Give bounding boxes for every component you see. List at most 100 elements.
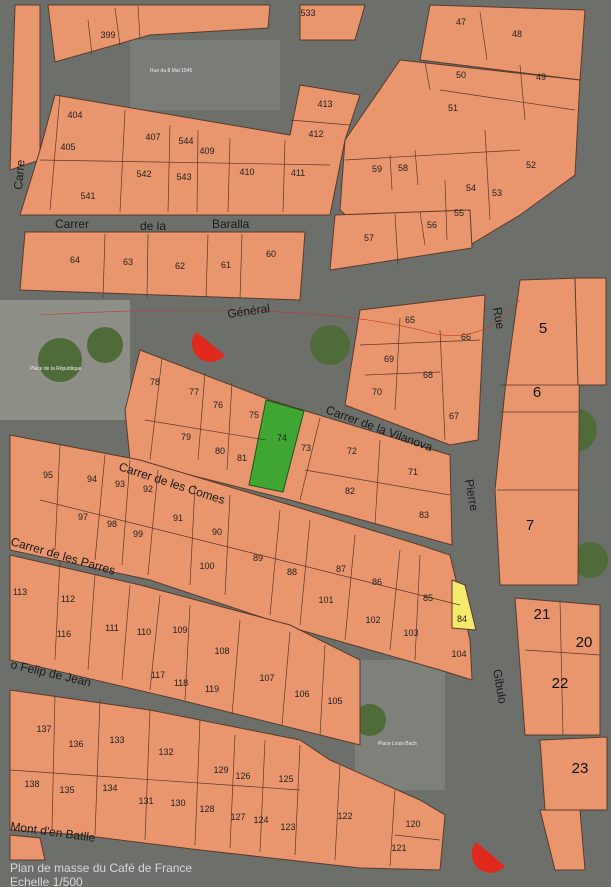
parcel-number-63: 63 (123, 257, 133, 267)
parcel-number-95: 95 (43, 470, 53, 480)
parcel-number-412: 412 (308, 129, 323, 139)
parcel-number-134: 134 (102, 783, 117, 793)
parcel-74-highlight (248, 399, 305, 493)
parcel-number-91: 91 (173, 513, 183, 523)
parcel-number-93: 93 (115, 479, 125, 489)
parcel-number-48: 48 (512, 29, 522, 39)
tree (310, 325, 350, 365)
parcel-number-104: 104 (451, 649, 466, 659)
plan-title: Plan de masse du Café de France (10, 861, 192, 875)
parcel-number-116: 116 (57, 629, 71, 639)
tree (354, 704, 386, 736)
parcel-number-57: 57 (364, 233, 374, 243)
street-label-pierre: Pierre (462, 478, 481, 512)
parcel-number-67: 67 (449, 411, 459, 421)
parcel-number-118: 118 (174, 678, 188, 688)
parcel-number-83: 83 (419, 510, 429, 520)
parcel (539, 809, 586, 871)
parcel-number-72: 72 (347, 446, 357, 456)
parcel-number-543: 543 (176, 172, 191, 182)
parcel-number-59: 59 (372, 164, 382, 174)
parcel-number-71: 71 (408, 467, 418, 477)
parcel-number-131: 131 (138, 796, 153, 806)
parcel-number-65: 65 (405, 315, 415, 325)
parcel-layer (9, 4, 608, 871)
parcel-number-99: 99 (133, 529, 143, 539)
parcel-number-133: 133 (109, 735, 124, 745)
parcel-number-56: 56 (427, 220, 437, 230)
parcel-number-411: 411 (291, 168, 305, 178)
parcel (9, 834, 46, 861)
tree (87, 327, 123, 363)
parcel-number-102: 102 (365, 615, 380, 625)
parcel-number-136: 136 (68, 739, 83, 749)
parcel-number-138: 138 (24, 779, 39, 789)
parcel-number-88: 88 (287, 567, 297, 577)
parcel-number-54: 54 (466, 183, 476, 193)
parcel-number-47: 47 (456, 17, 466, 27)
street-label-gibulo: Gibulo (490, 668, 510, 705)
parcel-number-94: 94 (87, 474, 97, 484)
parcel (514, 597, 601, 736)
parcel-number-541: 541 (80, 191, 95, 201)
parcel-number-137: 137 (36, 724, 51, 734)
cadastral-boundary-line (39, 299, 521, 337)
parcel-number-113: 113 (13, 587, 27, 597)
place-label-republique: Place de la République (30, 366, 82, 372)
plan-scale: Echelle 1/500 (10, 875, 83, 887)
parcel-number-124: 124 (253, 815, 268, 825)
parking-area (130, 40, 280, 110)
parcel-number-7: 7 (526, 517, 534, 534)
tree (572, 542, 608, 578)
parcel-number-108: 108 (214, 646, 229, 656)
parcel-number-110: 110 (137, 627, 151, 637)
parcel-number-70: 70 (372, 387, 382, 397)
street-label-left-edge: Carre (11, 159, 28, 190)
parcel-number-55: 55 (454, 208, 464, 218)
parcel-number-81: 81 (237, 453, 247, 463)
parcel-number-127: 127 (230, 812, 245, 822)
parcel-number-5: 5 (539, 320, 547, 337)
parcel (299, 4, 366, 41)
parcel-number-101: 101 (318, 595, 333, 605)
place-label-louis-bach: Place Louis Bach (378, 741, 417, 747)
parcel-number-22: 22 (552, 675, 569, 692)
parcel-number-49: 49 (536, 72, 546, 82)
parcel (539, 736, 608, 811)
parcel (9, 554, 361, 746)
parcel-number-77: 77 (189, 387, 199, 397)
parcel-number-89: 89 (253, 553, 263, 563)
parcel (19, 84, 361, 216)
street-label-de-la: de la (140, 219, 166, 233)
parcel-label-layer: 3995334748495051525354555657585940440540… (13, 8, 593, 853)
parcel (9, 689, 446, 871)
parcel-number-80: 80 (215, 446, 225, 456)
compass-rose-icon (192, 332, 225, 362)
parcel-number-119: 119 (205, 684, 219, 694)
parcel-number-112: 112 (61, 594, 75, 604)
parcel-number-123: 123 (280, 822, 295, 832)
parcel-number-61: 61 (221, 260, 231, 270)
parcel-number-76: 76 (213, 400, 223, 410)
parcel-number-399: 399 (100, 30, 115, 40)
parcel-number-130: 130 (170, 798, 185, 808)
parcel-number-20: 20 (576, 634, 593, 651)
street-label-baralla: Baralla (212, 217, 250, 231)
parcel-number-405: 405 (60, 142, 75, 152)
parcel-number-78: 78 (150, 377, 160, 387)
parcel-number-23: 23 (572, 760, 589, 777)
parcel-number-132: 132 (158, 747, 173, 757)
parcel-number-106: 106 (294, 689, 309, 699)
parcel-number-21: 21 (534, 606, 551, 623)
parcel-number-52: 52 (526, 160, 536, 170)
street-label-rue: Rue (490, 306, 508, 330)
parcel (19, 231, 306, 301)
parcel (574, 277, 607, 386)
parcel-number-50: 50 (456, 70, 466, 80)
parcel-number-82: 82 (345, 486, 355, 496)
parcel-number-75: 75 (249, 410, 259, 420)
street-label-general: Général (226, 301, 270, 321)
parcel-number-66: 66 (461, 332, 471, 342)
parcel-number-109: 109 (172, 625, 187, 635)
